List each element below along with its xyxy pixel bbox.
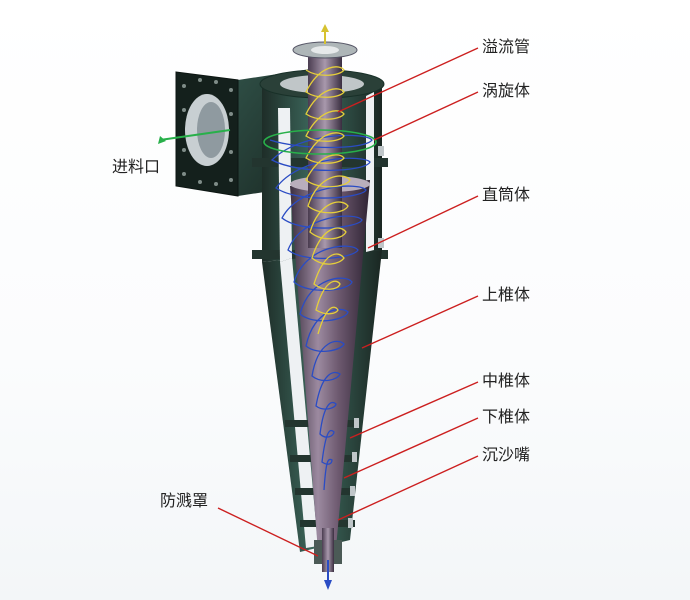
sand-nozzle — [322, 528, 334, 572]
label-middle-cone: 中椎体 — [482, 371, 531, 390]
inner-core — [290, 180, 370, 552]
cut-edge-cone — [280, 258, 318, 548]
label-splash-guard: 防溅罩 — [160, 491, 209, 510]
leader-upper-cone — [361, 295, 479, 349]
leader-lines — [217, 47, 479, 557]
flow-in-arrow — [159, 129, 231, 141]
inlet-bolts — [182, 78, 233, 186]
inner-spiral — [305, 66, 351, 335]
flow-spirals — [263, 66, 377, 491]
cut-edge-right — [366, 92, 374, 252]
label-cylinder-body: 直筒体 — [482, 185, 531, 204]
leader-cylinder-body — [367, 195, 479, 249]
label-vortex-body: 涡旋体 — [482, 81, 531, 100]
label-inlet: 进料口 — [112, 157, 161, 176]
overflow-arrowhead — [321, 24, 329, 32]
leader-overflow-pipe — [337, 47, 479, 113]
leader-middle-cone — [349, 381, 479, 439]
inlet-opening-inner — [197, 102, 225, 158]
label-lower-cone: 下椎体 — [482, 407, 531, 426]
leader-splash-guard — [217, 507, 319, 557]
flow-in-arrowhead — [158, 136, 166, 144]
cut-edge-left — [278, 108, 292, 262]
outer-spiral — [269, 134, 373, 491]
label-sand-nozzle: 沉沙嘴 — [482, 445, 531, 464]
leader-lower-cone — [343, 417, 479, 479]
vortex-ring — [263, 129, 377, 155]
overflow-pipe-mouth — [311, 46, 339, 54]
label-overflow-pipe: 溢流管 — [482, 37, 531, 56]
flange-bolts — [348, 146, 384, 528]
leader-sand-nozzle — [337, 455, 479, 521]
leader-vortex-body — [373, 91, 479, 141]
underflow-arrowhead — [324, 580, 332, 590]
label-upper-cone: 上椎体 — [482, 285, 531, 304]
